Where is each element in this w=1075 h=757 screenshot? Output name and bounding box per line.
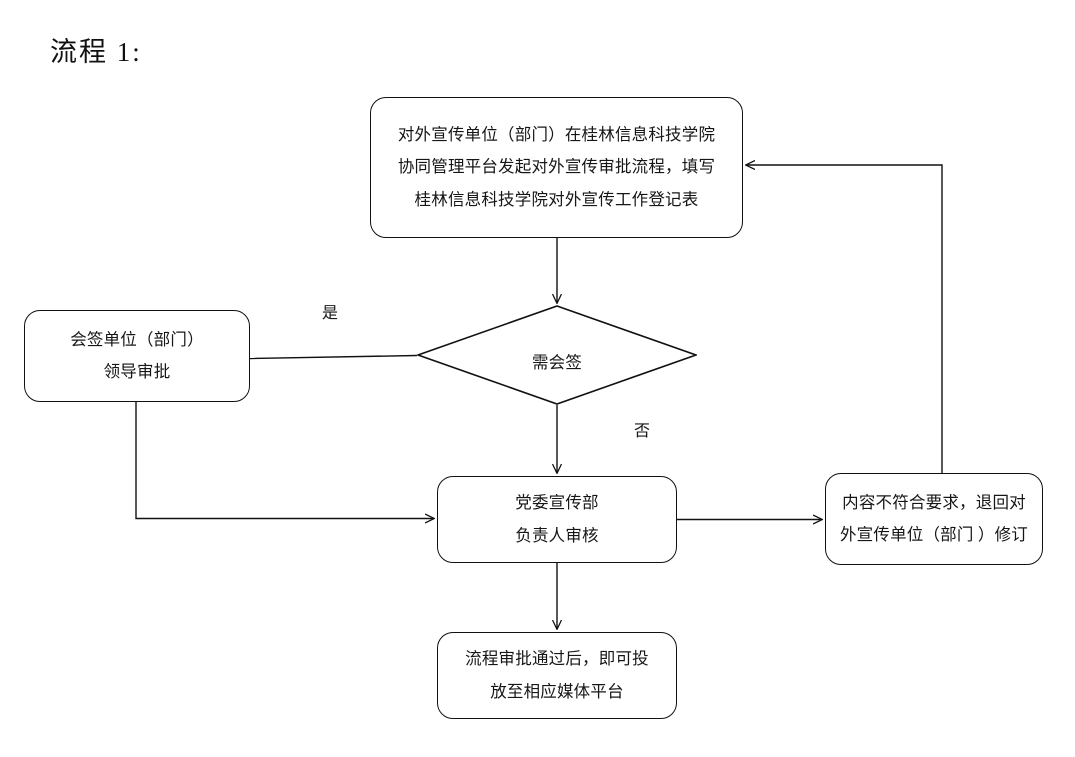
node-countersign-line-2: 领导审批	[103, 362, 171, 381]
edge-reject-to-start	[746, 165, 943, 473]
node-start-line-2: 协同管理平台发起对外宣传审批流程，填写	[397, 157, 716, 177]
node-decision-needs-countersign[interactable]: 需会签	[417, 305, 697, 405]
node-review-line-1: 党委宣传部	[515, 493, 599, 513]
edge-countersign-to-review	[135, 402, 434, 519]
node-countersign-line-1: 会签单位（部门）	[70, 329, 204, 349]
node-decision-label: 需会签	[531, 353, 583, 372]
node-start-submit-request[interactable]: 对外宣传单位（部门）在桂林信息科技学院 协同管理平台发起对外宣传审批流程，填写 …	[370, 97, 743, 238]
node-start-line-1: 对外宣传单位（部门）在桂林信息科技学院	[397, 125, 716, 145]
node-publicity-department-review[interactable]: 党委宣传部 负责人审核	[437, 476, 677, 563]
node-publish-line-1: 流程审批通过后，即可投	[465, 649, 649, 669]
node-reject-line-2: 外宣传单位（部门 ）修订	[839, 525, 1029, 544]
node-publish-line-2: 放至相应媒体平台	[490, 681, 624, 701]
node-review-line-2: 负责人审核	[515, 525, 599, 545]
edge-label-yes: 是	[322, 305, 339, 322]
edge-decision-to-countersign	[249, 354, 418, 360]
page-title: 流程 1:	[50, 37, 142, 67]
node-reject-line-1: 内容不符合要求，退回对	[842, 492, 1026, 512]
node-reject-return-for-revision[interactable]: 内容不符合要求，退回对 外宣传单位（部门 ）修订	[825, 473, 1043, 565]
node-countersign-approval[interactable]: 会签单位（部门） 领导审批	[24, 310, 250, 402]
diamond-shape	[417, 305, 697, 405]
edge-label-no: 否	[634, 423, 651, 440]
node-publish-to-media[interactable]: 流程审批通过后，即可投 放至相应媒体平台	[437, 632, 677, 719]
node-start-line-3: 桂林信息科技学院对外宣传工作登记表	[414, 189, 699, 209]
